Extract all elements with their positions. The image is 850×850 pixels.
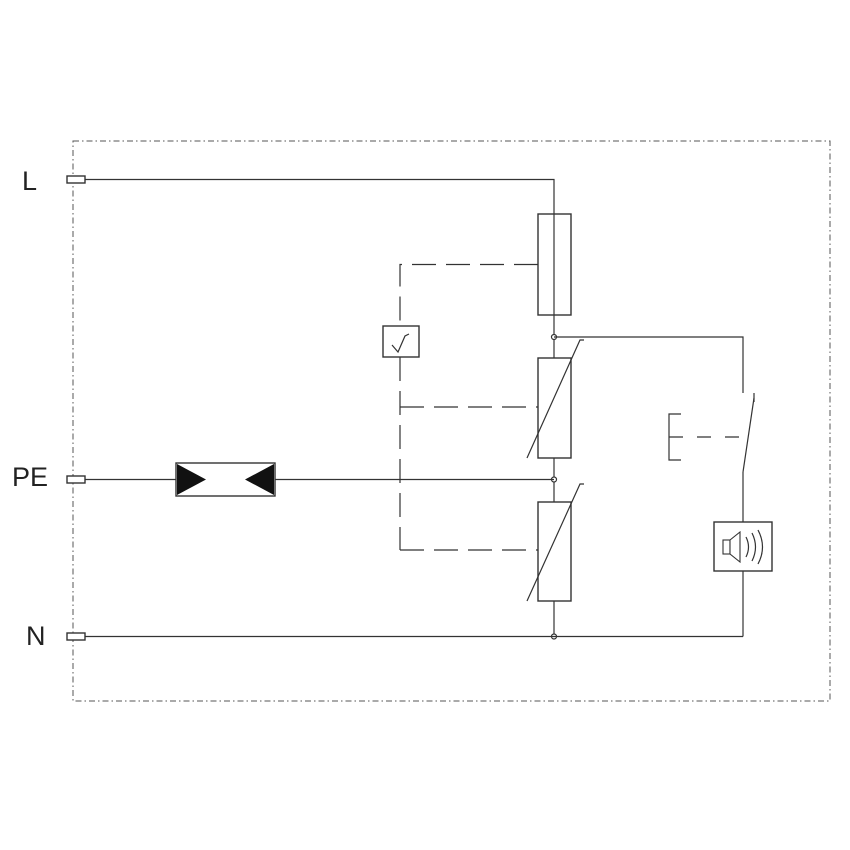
varistor-icon-lower (526, 483, 584, 602)
terminal-label-n: N (26, 621, 46, 651)
terminal-label-l: L (22, 166, 37, 196)
mechanical-linkage-top (399, 263, 538, 326)
varistor-icon-upper (526, 339, 584, 459)
terminal-connector-pe (66, 475, 86, 484)
wire-signal-top (554, 336, 744, 393)
terminal-label-pe: PE (12, 462, 48, 492)
wire-l (85, 178, 555, 214)
thermal-disconnector-icon (537, 213, 572, 316)
terminal-connector-n (66, 632, 86, 641)
acoustic-signal-speaker-icon (713, 521, 773, 572)
remote-contact-switch-icon (668, 393, 755, 473)
terminal-connector-l (66, 175, 86, 184)
device-enclosure-frame (72, 140, 831, 702)
thermal-monitor-icon (382, 325, 420, 358)
gas-discharge-tube-icon (175, 462, 276, 497)
